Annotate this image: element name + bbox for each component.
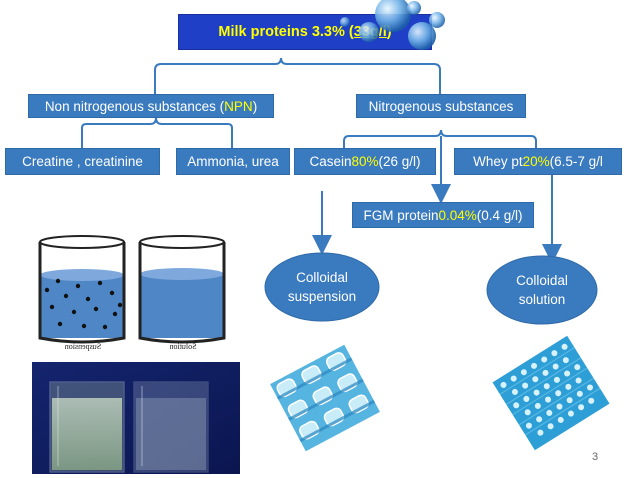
title-prefix: Milk proteins 3.3% (	[218, 24, 354, 40]
suspension-oval: Colloidal suspension	[265, 253, 379, 321]
casein-highlight: 80%	[351, 154, 379, 169]
suspension-particles	[44, 278, 123, 330]
solution-line2: solution	[518, 292, 566, 307]
solution-oval-shape	[486, 255, 598, 325]
npn-box: Non nitrogenous substances (NPN)	[28, 94, 274, 118]
solution-beaker-rim	[139, 235, 225, 249]
ammonia-box: Ammonia, urea	[176, 148, 290, 175]
title-suffix: )	[386, 24, 392, 40]
suspension-line2: suspension	[287, 289, 357, 304]
solution-oval: Colloidal solution	[487, 256, 597, 324]
solution-beaker-outline	[138, 242, 226, 344]
suspension-beaker-outline	[38, 242, 126, 344]
fgm-label: FGM protein	[363, 207, 439, 223]
npn-label: Non nitrogenous substances (	[44, 98, 225, 114]
nitrogenous-brace	[343, 129, 537, 148]
fgm-highlight: 0.04%	[438, 207, 477, 223]
solution-line1: Colloidal	[516, 273, 568, 288]
fgm-box: FGM protein 0.04%(0.4 g/l)	[352, 202, 534, 228]
npn-highlight: NPN	[224, 98, 253, 114]
whey-highlight: 20%	[522, 154, 550, 169]
casein-label: Casein	[309, 154, 352, 169]
whey-label: Whey pt	[473, 154, 523, 169]
solution-beaker-liquid	[140, 274, 224, 338]
creatine-label: Creatine , creatinine	[22, 154, 143, 169]
creatine-box: Creatine , creatinine	[5, 148, 160, 175]
fgm-suffix: (0.4 g/l)	[476, 207, 523, 223]
npn-suffix: )	[252, 98, 258, 114]
whey-box: Whey pt 20%(6.5-7 g/l	[454, 148, 622, 175]
suspension-line1: Colloidal	[296, 270, 348, 285]
casein-box: Casein 80% (26 g/l)	[294, 148, 436, 175]
nitrogenous-label: Nitrogenous substances	[368, 98, 514, 114]
clear-glass	[133, 381, 209, 473]
suspension-liquid-surface	[40, 269, 124, 281]
page-number: 3	[592, 451, 599, 463]
casein-suffix: (26 g/l)	[378, 154, 421, 169]
solution-liquid-surface	[140, 268, 224, 280]
whey-suffix: (6.5-7 g/l	[549, 154, 603, 169]
suspension-oval-shape	[264, 252, 380, 322]
title-brace	[154, 57, 441, 94]
nitrogenous-box: Nitrogenous substances	[356, 94, 526, 118]
ammonia-label: Ammonia, urea	[187, 154, 279, 169]
suspension-beaker-rim	[39, 235, 125, 249]
npn-brace	[81, 117, 233, 148]
